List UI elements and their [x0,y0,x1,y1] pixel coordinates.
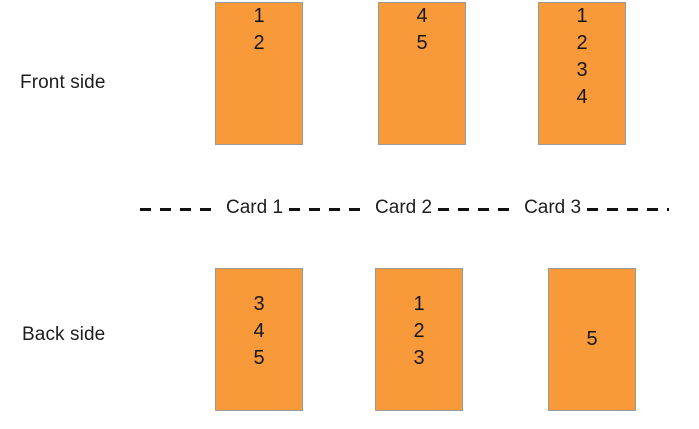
card-divider-line: Card 1 Card 2 Card 3 [0,196,699,222]
card-number: 5 [586,328,598,350]
card-number: 3 [576,59,588,81]
front-card-3: 1 2 3 4 [538,2,626,145]
card-number: 1 [413,293,425,315]
card-number: 1 [253,5,265,27]
front-card-2: 4 5 [378,2,466,145]
back-card-1-numbers: 3 4 5 [216,269,302,372]
divider-label-card-2: Card 2 [375,197,433,218]
divider-dash-segment [438,207,519,211]
front-side-row-label: Front side [20,72,106,93]
back-card-3: 5 [548,268,636,411]
divider-dash-segment [587,207,670,211]
divider-dash-segment [289,207,370,211]
card-number: 2 [576,32,588,54]
card-number: 2 [253,32,265,54]
divider-label-card-1: Card 1 [226,197,284,218]
back-card-3-numbers: 5 [549,269,635,353]
card-number: 2 [413,320,425,342]
front-card-3-numbers: 1 2 3 4 [539,3,625,111]
card-number: 4 [253,320,265,342]
front-card-1: 1 2 [215,2,303,145]
card-number: 5 [253,347,265,369]
front-card-1-numbers: 1 2 [216,3,302,57]
card-number: 4 [416,5,428,27]
back-card-1: 3 4 5 [215,268,303,411]
card-number: 5 [416,32,428,54]
back-card-2-numbers: 1 2 3 [376,269,462,372]
card-number: 1 [576,5,588,27]
back-side-row-label: Back side [22,324,106,345]
divider-dash-segment [140,207,220,211]
card-number: 3 [413,347,425,369]
card-number: 3 [253,293,265,315]
divider-label-card-3: Card 3 [524,197,582,218]
card-number: 4 [576,86,588,108]
front-card-2-numbers: 4 5 [379,3,465,57]
back-card-2: 1 2 3 [375,268,463,411]
